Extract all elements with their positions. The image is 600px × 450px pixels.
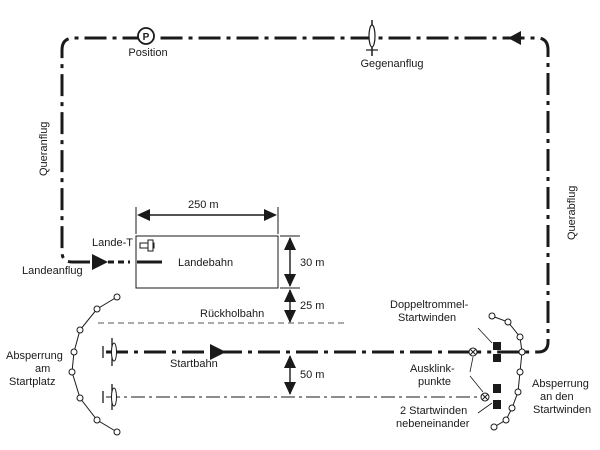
label-doppeltrommel-2: Startwinden [398, 312, 457, 324]
label-doppeltrommel-1: Doppeltrommel- [390, 299, 469, 311]
label-absperrung-winden-3: Startwinden [533, 404, 592, 416]
circuit-direction-arrow [508, 31, 521, 45]
label-gegenanflug: Gegenanflug [360, 58, 424, 70]
dimension-250m [135, 207, 279, 234]
position-marker: P [137, 27, 155, 45]
release-point-2 [480, 392, 490, 402]
label-landebahn: Landebahn [178, 257, 234, 269]
dimension-25m [284, 289, 296, 323]
label-ausklink-1: Ausklink- [410, 363, 455, 375]
label-startbahn: Startbahn [170, 358, 218, 370]
label-absperrung-winden-1: Absperrung [532, 378, 589, 390]
label-querabflug: Querabflug [566, 185, 578, 240]
label-dimension-25m: 25 m [300, 300, 325, 312]
label-dimension-30m: 30 m [300, 257, 325, 269]
release-point-1 [468, 347, 478, 357]
label-absperrung-start-3: Startplatz [9, 376, 56, 388]
double-drum-winch-2 [493, 354, 501, 362]
winch-side-by-side-1 [493, 384, 501, 393]
launch-direction-arrow [210, 344, 226, 360]
label-queranflug: Queranflug [38, 121, 50, 176]
leader-ausklink-1 [469, 356, 474, 373]
label-lande-t: Lande-T [92, 237, 133, 249]
glider-at-launch-1 [102, 338, 117, 366]
dimension-50m [284, 355, 296, 395]
landing-approach-arrow [92, 254, 108, 270]
label-dimension-250m: 250 m [188, 199, 219, 211]
label-ausklink-2: punkte [418, 376, 452, 388]
circuit-path [60, 36, 550, 354]
leader-doppeltrommel [477, 327, 493, 344]
winch-side-by-side-2 [493, 400, 501, 409]
glider-at-launch-2 [102, 384, 117, 410]
label-rueckholbahn: Rückholbahn [200, 308, 265, 320]
label-zwei-startwinden-1: 2 Startwinden [400, 405, 468, 417]
label-zwei-startwinden-2: nebeneinander [396, 418, 470, 430]
label-absperrung-start-2: am [35, 363, 51, 375]
barrier-winches [488, 312, 526, 431]
label-dimension-50m: 50 m [300, 369, 325, 381]
label-position: Position [128, 47, 168, 59]
leader-ausklink-2 [469, 375, 484, 393]
dimension-30m [280, 235, 300, 289]
label-landeanflug: Landeanflug [22, 265, 83, 277]
leader-startwinden [477, 402, 493, 414]
barrier-launch-site [68, 293, 121, 436]
landing-t-icon [139, 239, 155, 252]
glider-icon [366, 20, 378, 56]
label-absperrung-winden-2: an den [540, 391, 574, 403]
position-marker-letter: P [143, 32, 150, 43]
label-absperrung-start-1: Absperrung [6, 350, 63, 362]
double-drum-winch-1 [493, 342, 501, 350]
